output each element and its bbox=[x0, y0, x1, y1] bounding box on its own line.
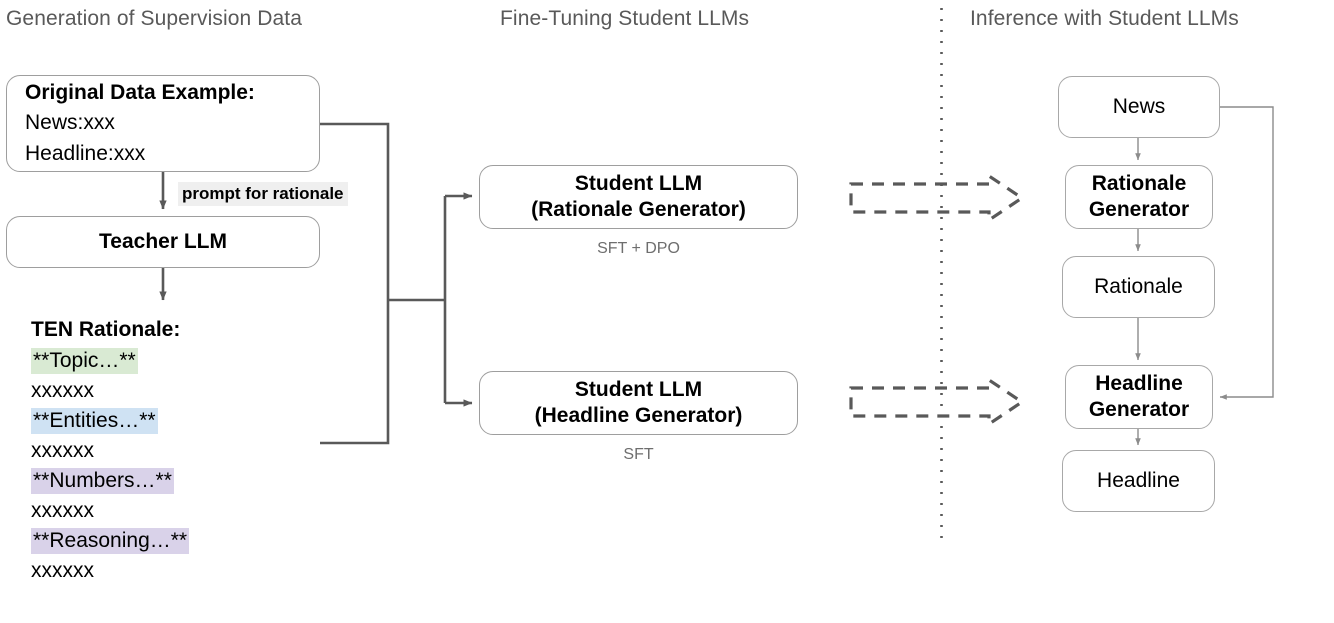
inference-rationale-generator-line2: Generator bbox=[1088, 198, 1190, 221]
prompt-for-rationale-label: prompt for rationale bbox=[178, 182, 348, 206]
ten-rationale-heading: TEN Rationale: bbox=[31, 318, 181, 341]
inference-headline-generator-line1: Headline bbox=[1095, 372, 1183, 396]
inference-news-label: News bbox=[1112, 95, 1166, 119]
student-rationale-line2: (Rationale Generator) bbox=[531, 198, 746, 221]
inference-headline-generator-line2: Generator bbox=[1088, 398, 1190, 421]
original-data-line-news: News:xxx bbox=[25, 111, 115, 135]
deploy-arrow-headline bbox=[849, 377, 1025, 427]
column-title-finetuning: Fine-Tuning Student LLMs bbox=[500, 7, 750, 30]
inference-rationale-box: Rationale bbox=[1062, 256, 1215, 318]
edge-news-bypass-to-headline-generator bbox=[1219, 106, 1274, 400]
inference-news-box: News bbox=[1058, 76, 1220, 138]
student-headline-training-label: SFT bbox=[623, 446, 654, 463]
column-title-generation: Generation of Supervision Data bbox=[6, 7, 303, 30]
inference-rationale-generator-line1: Rationale bbox=[1091, 172, 1187, 196]
inference-rationale-label: Rationale bbox=[1094, 275, 1183, 299]
student-llm-rationale-generator-box: Student LLM (Rationale Generator) bbox=[479, 165, 798, 229]
deploy-arrow-rationale bbox=[849, 173, 1025, 223]
ten-rationale-block: TEN Rationale: **Topic…** xxxxxx **Entit… bbox=[31, 316, 331, 587]
inference-headline-generator-box: Headline Generator bbox=[1065, 365, 1213, 429]
rationale-entities-highlight: **Entities…** bbox=[31, 408, 158, 435]
student-headline-line1: Student LLM bbox=[574, 378, 703, 402]
inference-headline-box: Headline bbox=[1062, 450, 1215, 512]
teacher-llm-box: Teacher LLM bbox=[6, 216, 320, 268]
original-data-title: Original Data Example: bbox=[25, 80, 255, 104]
rationale-item-numbers-marker: **Numbers…** bbox=[31, 467, 331, 496]
rationale-topic-highlight: **Topic…** bbox=[31, 348, 138, 375]
rationale-reasoning-highlight: **Reasoning…** bbox=[31, 528, 190, 555]
original-data-example-box: Original Data Example: News:xxx Headline… bbox=[6, 75, 320, 172]
rationale-item-numbers-body: xxxxxx bbox=[31, 499, 94, 523]
rationale-item-reasoning-marker: **Reasoning…** bbox=[31, 527, 331, 556]
rationale-item-topic-marker: **Topic…** bbox=[31, 347, 331, 376]
inference-headline-label: Headline bbox=[1097, 469, 1180, 493]
column-title-inference: Inference with Student LLMs bbox=[970, 7, 1239, 30]
rationale-item-entities-marker: **Entities…** bbox=[31, 407, 331, 436]
student-llm-headline-generator-box: Student LLM (Headline Generator) bbox=[479, 371, 798, 435]
original-data-line-headline: Headline:xxx bbox=[25, 141, 146, 165]
rationale-item-reasoning-body: xxxxxx bbox=[31, 559, 94, 583]
rationale-numbers-highlight: **Numbers…** bbox=[31, 468, 174, 495]
student-headline-line2: (Headline Generator) bbox=[534, 404, 743, 427]
student-rationale-training-label: SFT + DPO bbox=[597, 240, 680, 257]
teacher-llm-label: Teacher LLM bbox=[99, 230, 227, 254]
rationale-item-entities-body: xxxxxx bbox=[31, 439, 94, 463]
inference-rationale-generator-box: Rationale Generator bbox=[1065, 165, 1213, 229]
student-rationale-line1: Student LLM bbox=[574, 172, 703, 196]
rationale-item-topic-body: xxxxxx bbox=[31, 379, 94, 403]
